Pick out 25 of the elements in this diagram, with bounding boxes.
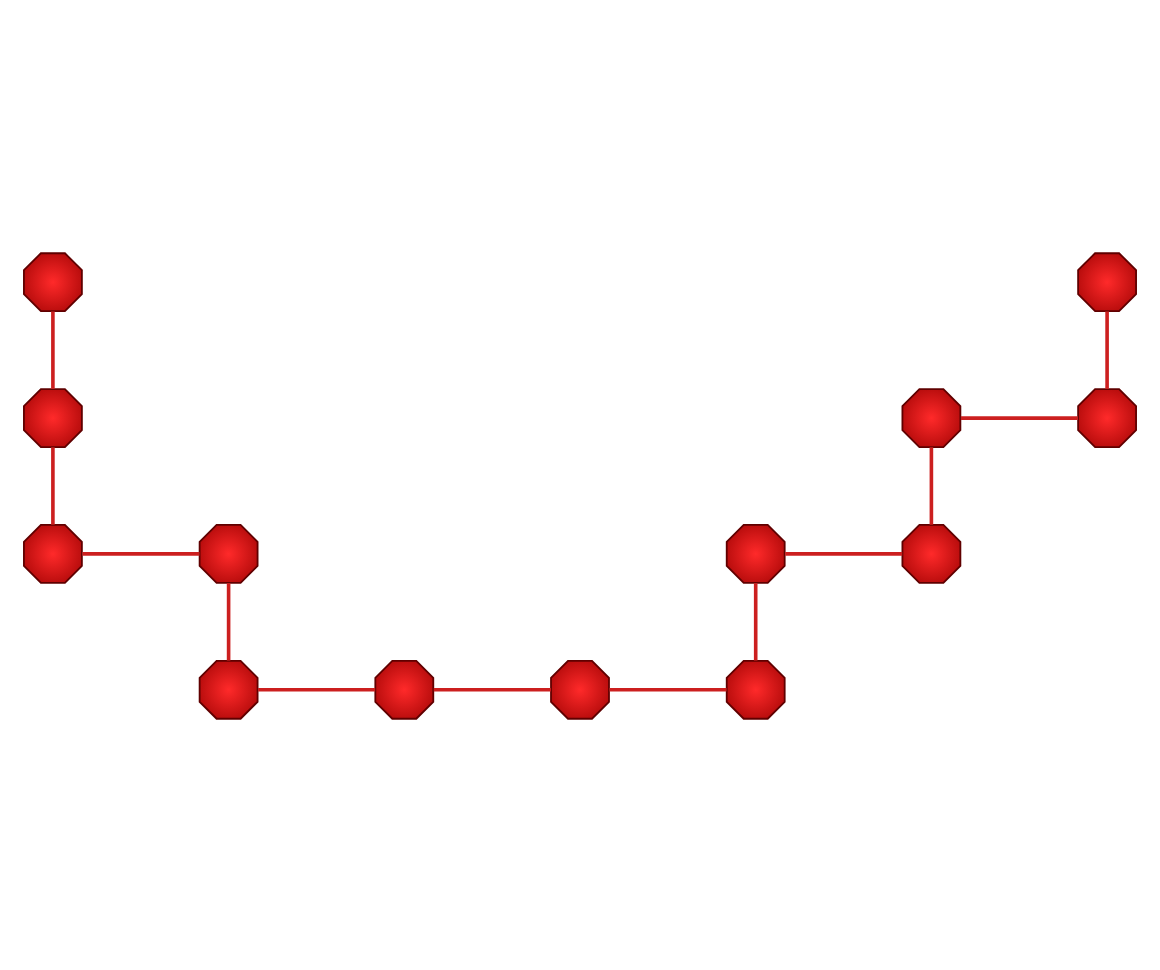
connector xyxy=(258,686,376,691)
node-octagon xyxy=(725,658,786,719)
node-octagon xyxy=(901,387,962,447)
node-octagon xyxy=(901,523,962,583)
node-octagon xyxy=(23,251,83,312)
connector xyxy=(753,582,758,660)
connector xyxy=(51,446,55,524)
connector xyxy=(929,446,934,524)
node-octagon xyxy=(23,387,83,447)
node-octagon xyxy=(374,658,435,719)
node-octagon xyxy=(725,523,786,583)
connector xyxy=(82,551,200,555)
connector xyxy=(960,415,1078,419)
node-octagon xyxy=(550,658,610,719)
connector xyxy=(51,310,55,388)
node-octagon xyxy=(198,523,259,583)
connector xyxy=(609,686,727,691)
node-octagon xyxy=(1077,387,1137,447)
node-octagon xyxy=(198,658,259,719)
node-octagon xyxy=(23,523,83,583)
connector xyxy=(433,686,551,691)
connector xyxy=(785,551,903,555)
node-octagon xyxy=(1077,251,1137,312)
connector xyxy=(1105,310,1109,388)
connector xyxy=(226,582,231,660)
